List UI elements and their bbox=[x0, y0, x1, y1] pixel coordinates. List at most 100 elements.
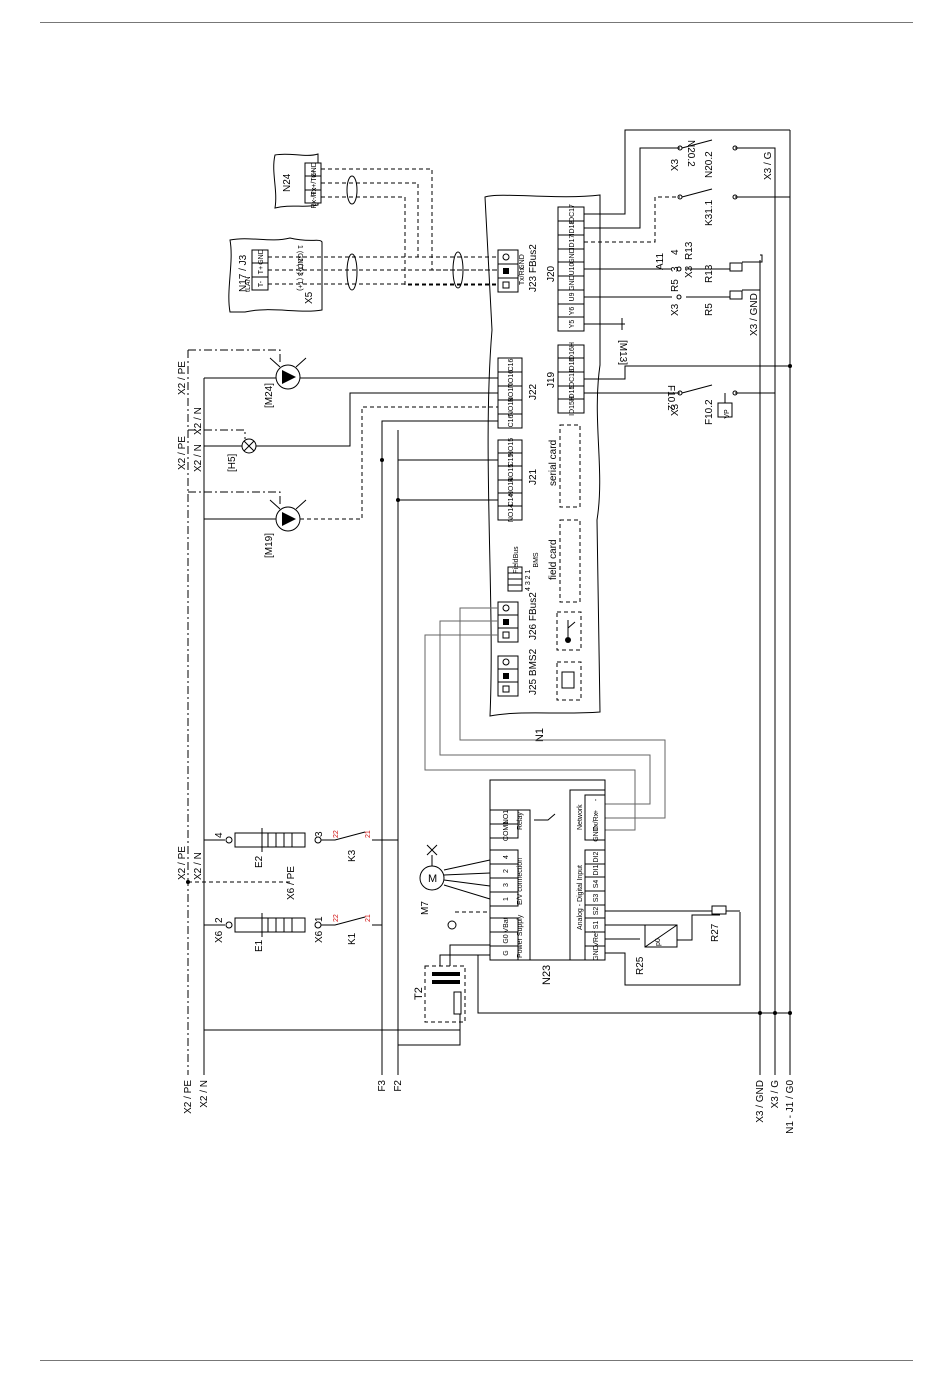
ai-pin-di1: DI1 bbox=[593, 864, 600, 875]
x3-gnd-label: X3 / GND bbox=[749, 293, 760, 336]
r5-pin-label: R5 bbox=[670, 279, 681, 292]
e2-pin-4: 4 bbox=[214, 832, 225, 838]
a11-label: A11 bbox=[655, 253, 666, 270]
m13-label: [M13] bbox=[617, 340, 628, 365]
j21-pin-5: C14 bbox=[508, 493, 515, 506]
fieldbus-label: FieldBus bbox=[513, 546, 520, 574]
wire-id17 bbox=[584, 196, 680, 243]
j19-pin-4: ID15 bbox=[569, 386, 576, 401]
ai-pin-di2: DI2 bbox=[593, 851, 600, 862]
k31-label: K31.1 bbox=[704, 199, 715, 226]
x3-label-4: X3 bbox=[670, 403, 681, 416]
wire-t2-f2 bbox=[398, 1014, 461, 1046]
n17-pin-gnd: GND bbox=[258, 249, 265, 265]
j21-pin-3: NO15 bbox=[508, 464, 515, 482]
j20-pin-1: IDC17 bbox=[569, 204, 576, 224]
r25-gnd-wire bbox=[605, 912, 741, 986]
label-f2: F2 bbox=[393, 1080, 404, 1092]
j20-pin-2: ID18 bbox=[569, 221, 576, 236]
j19-pin-1: ID16H bbox=[569, 342, 576, 362]
n17-tlan: tLAN bbox=[245, 276, 252, 292]
fieldbus-numbers: 4 3 2 1 bbox=[525, 569, 532, 591]
j20-pin-9: Y5 bbox=[569, 320, 576, 329]
x3-label-3: X3 bbox=[670, 303, 681, 316]
wire-id18 bbox=[584, 147, 776, 229]
n23-outline bbox=[489, 779, 606, 961]
x5-label: X5 bbox=[304, 291, 315, 304]
k3-red-21: 21 bbox=[365, 830, 372, 838]
n24-pin-gnd: GND bbox=[311, 162, 318, 178]
n20-top-label: N20.2 bbox=[685, 140, 696, 167]
x6-label-2: X6 bbox=[314, 930, 325, 943]
net-pin-minus: - bbox=[593, 798, 600, 801]
j22-connector bbox=[497, 357, 523, 429]
j20-label: J20 bbox=[546, 265, 557, 282]
ai-pin-vref: VRef bbox=[593, 931, 600, 947]
x5-pin-3: 3 (T+) bbox=[296, 272, 303, 291]
x6-label-1: X6 bbox=[214, 930, 225, 943]
k1-red-22: 22 bbox=[333, 914, 340, 922]
j19-pin-3: IDC15 bbox=[569, 369, 576, 389]
ai-pin-s4: S4 bbox=[593, 880, 600, 889]
k3-red-22: 22 bbox=[333, 830, 340, 838]
ps-pin-g: G bbox=[503, 950, 510, 955]
r25-wires bbox=[605, 914, 720, 941]
ps-pin-vbat: VBat bbox=[503, 917, 510, 932]
n23-network-label: Network bbox=[577, 804, 584, 830]
j22-pin-4: NO18 bbox=[508, 398, 515, 416]
label-f3: F3 bbox=[377, 1080, 388, 1092]
k3-label: K3 bbox=[347, 849, 358, 862]
x2n-b: X2 / N bbox=[193, 444, 204, 472]
wire-t2-g bbox=[439, 954, 490, 966]
j20-pin-3: ID17 bbox=[569, 235, 576, 250]
display-icon bbox=[556, 661, 582, 701]
wire-idc15 bbox=[584, 365, 790, 380]
k3-contact bbox=[321, 831, 398, 841]
serial-card-slot bbox=[559, 424, 581, 508]
field-card-label: field card bbox=[548, 539, 559, 580]
j22-pin-5: C16 bbox=[508, 414, 515, 427]
r13-pin-label: R13 bbox=[684, 241, 695, 260]
top-rule bbox=[40, 22, 913, 23]
bms-label: BMS bbox=[533, 552, 540, 568]
r13-sensor bbox=[729, 262, 743, 272]
f10-label: F10.2 bbox=[704, 399, 715, 425]
m24-label: [M24] bbox=[264, 383, 275, 408]
t2-transformer bbox=[424, 965, 466, 1023]
j21-pin-2: C15 bbox=[508, 453, 515, 466]
pin-4-label: 4 bbox=[670, 249, 681, 255]
x3-g-label: X3 / G bbox=[763, 151, 774, 180]
net-pin-txrx: Tx/Rx bbox=[593, 812, 600, 831]
serial-card-label: serial card bbox=[548, 440, 559, 486]
heater-e2 bbox=[234, 832, 306, 848]
j19-label: J19 bbox=[546, 371, 557, 388]
ai-pin-s1: S1 bbox=[593, 921, 600, 930]
n17-outline bbox=[228, 237, 323, 313]
wire-idc17 bbox=[584, 129, 790, 215]
label-x3-gnd: X3 / GND bbox=[755, 1080, 766, 1123]
j20-pin-7: U9 bbox=[569, 292, 576, 301]
n23-ps-pins bbox=[489, 917, 519, 961]
x6-pe-label: X6 / PE bbox=[286, 866, 297, 900]
r5-sensor bbox=[729, 290, 743, 300]
e1-label: E1 bbox=[254, 939, 265, 952]
n1-board-outline bbox=[484, 194, 601, 717]
x2pe-b: X2 / PE bbox=[177, 436, 188, 470]
e1-pin-1: 1 bbox=[314, 916, 325, 922]
n17-pin-tplus: T+ bbox=[258, 266, 265, 274]
ai-pin-gnd: GND bbox=[593, 945, 600, 961]
j21-pin-4: NO14 bbox=[508, 478, 515, 496]
ev-pin-3: 3 bbox=[503, 883, 510, 887]
shield-3 bbox=[452, 251, 464, 289]
n23-pin-no1: NO1 bbox=[503, 810, 510, 825]
x3-label-2: X3 bbox=[684, 265, 695, 278]
label-x2-n: X2 / N bbox=[199, 1080, 210, 1108]
j21-label: J21 bbox=[528, 468, 539, 485]
r27-sensor bbox=[711, 905, 727, 915]
x5-pin-2: 2 (T-) bbox=[296, 258, 303, 275]
usb-icon bbox=[556, 611, 582, 651]
bottom-rule bbox=[40, 1360, 913, 1361]
ev-pin-2: 2 bbox=[503, 869, 510, 873]
j21-pin-6: NO14 bbox=[508, 504, 515, 522]
